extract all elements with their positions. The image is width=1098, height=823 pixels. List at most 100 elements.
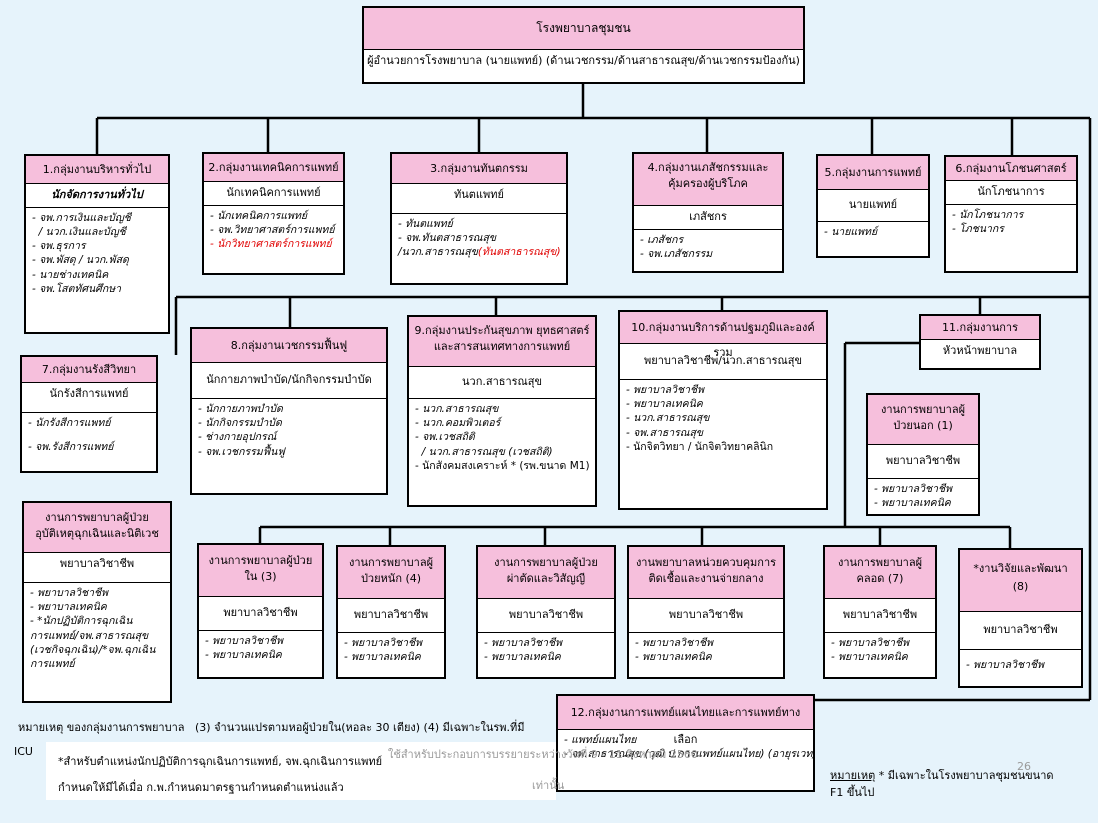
ipd-title: งานการพยาบาลผู้ป่วยใน (3) [199, 545, 322, 597]
group-3-role: ทันตแพทย์ [392, 184, 566, 214]
list-item: - นักเทคนิคการแพทย์ [210, 209, 308, 222]
nursing-icu: งานการพยาบาลผู้ป่วยหนัก (4) พยาบาลวิชาชี… [336, 545, 446, 679]
list-item: - นักสังคมสงเคราะห์ * (รพ.ขนาด M1) [415, 459, 590, 472]
footnote-line-1: *สำหรับตำแหน่งนักปฏิบัติการฉุกเฉินการแพท… [58, 755, 383, 768]
list-item: - นักวิทยาศาสตร์การแพทย์ [210, 238, 332, 251]
nursing-ipd: งานการพยาบาลผู้ป่วยใน (3) พยาบาลวิชาชีพ … [197, 543, 324, 679]
list-item: - พยาบาลวิชาชีพ [626, 384, 705, 396]
list-item: - นายช่างเทคนิค [32, 268, 109, 281]
list-item: - พยาบาลเทคนิค [30, 601, 107, 614]
group-2-role: นักเทคนิคการแพทย์ [204, 182, 343, 206]
list-item: - จพ.สาธารณสุข (วุฒิ ป.การแพทย์แผนไทย) (… [564, 748, 815, 761]
group-2-medical-technology: 2.กลุ่มงานเทคนิคการแพทย์ นักเทคนิคการแพท… [202, 152, 345, 275]
rd-items: - พยาบาลวิชาชีพ [960, 650, 1081, 675]
group-7-radiology: 7.กลุ่มงานรังสีวิทยา นักรังสีการแพทย์ - … [20, 355, 158, 473]
list-item: - จพ.เวชสถิติ [415, 431, 475, 444]
list-item: - นักโภชนาการ [952, 208, 1024, 221]
group-10-items: - พยาบาลวิชาชีพ - พยาบาลเทคนิค - นวก.สาธ… [620, 380, 826, 457]
group-4-pharmacy: 4.กลุ่มงานเภสัชกรรมและคุ้มครองผู้บริโภค … [632, 152, 784, 273]
opd-items: - พยาบาลวิชาชีพ - พยาบาลเทคนิค [868, 479, 978, 513]
group-6-title: 6.กลุ่มงานโภชนศาสตร์ [946, 157, 1076, 181]
list-item: - ช่างกายอุปกรณ์ [198, 431, 277, 444]
group-9-role: นวก.สาธารณสุข [409, 367, 595, 399]
list-item: (เวชกิจฉุกเฉิน)/*จพ.ฉุกเฉิน [30, 643, 156, 656]
watermark-text-2: เท่านั้น [532, 779, 565, 792]
list-item: - จพ.ธุรการ [32, 240, 86, 253]
group-7-items: - นักรังสีการแพทย์ - จพ.รังสีการแพทย์ [22, 413, 156, 457]
group-7-role: นักรังสีการแพทย์ [22, 383, 156, 413]
footnote-line-2: กำหนดให้มีได้เมื่อ ก.พ.กำหนดมาตรฐานกำหนด… [58, 781, 344, 794]
group-3-dental: 3.กลุ่มงานทันตกรรม ทันตแพทย์ - ทันตแพทย์… [390, 152, 568, 285]
rd-role: พยาบาลวิชาชีพ [960, 612, 1081, 650]
list-item: - นวก.คอมพิวเตอร์ [415, 417, 501, 430]
watermark-text: ใช้สำหรับประกอบการบรรยายระหว่างวันที่ 9 … [388, 748, 698, 761]
list-item: - พยาบาลเทคนิค [344, 651, 421, 664]
list-item: - จพ.เภสัชกรรม [640, 248, 713, 261]
group-1-title: 1.กลุ่มงานบริหารทั่วไป [26, 156, 168, 184]
group-4-title: 4.กลุ่มงานเภสัชกรรมและคุ้มครองผู้บริโภค [634, 154, 782, 206]
group-5-items: - นายแพทย์ [818, 222, 928, 242]
or-items: - พยาบาลวิชาชีพ - พยาบาลเทคนิค [478, 633, 614, 667]
group-3-items: - ทันตแพทย์ - จพ.ทันตสาธารณสุข /นวก.สาธา… [392, 214, 566, 263]
lr-title: งานการพยาบาลผู้คลอด (7) [825, 547, 935, 599]
list-item: - นวก.สาธารณสุข [626, 412, 710, 425]
footnote-box: *สำหรับตำแหน่งนักปฏิบัติการฉุกเฉินการแพท… [46, 742, 556, 800]
list-item: การแพทย์ [30, 657, 75, 670]
group-12-title: 12.กลุ่มงานการแพทย์แผนไทยและการแพทย์ทางเ… [558, 696, 813, 746]
or-title: งานการพยาบาลผู้ป่วยผ่าตัดและวิสัญญี [478, 547, 614, 599]
group-9-items: - นวก.สาธารณสุข - นวก.คอมพิวเตอร์ - จพ.เ… [409, 399, 595, 476]
list-item: - พยาบาลเทคนิค [831, 651, 908, 664]
group-5-role: นายแพทย์ [818, 190, 928, 222]
list-item: - จพ.การเงินและบัญชี [32, 211, 131, 224]
group-6-items: - นักโภชนาการ - โภชนากร [946, 203, 1076, 239]
nursing-infection-control: งานพยาบาลหน่วยควบคุมการติดเชื้อและงานจ่า… [627, 545, 785, 679]
list-item: - นวก.สาธารณสุข [415, 403, 499, 415]
list-item: - พยาบาลวิชาชีพ [30, 587, 109, 599]
group-2-items: - นักเทคนิคการแพทย์ - จพ.วิทยาศาสตร์การแ… [204, 206, 343, 255]
ic-title: งานพยาบาลหน่วยควบคุมการติดเชื้อและงานจ่า… [629, 547, 783, 599]
er-role: พยาบาลวิชาชีพ [24, 553, 170, 583]
list-item: - จพ.สาธารณสุข [626, 426, 704, 439]
nursing-labour: งานการพยาบาลผู้คลอด (7) พยาบาลวิชาชีพ - … [823, 545, 937, 679]
icu-role: พยาบาลวิชาชีพ [338, 599, 444, 633]
ipd-items: - พยาบาลวิชาชีพ - พยาบาลเทคนิค [199, 631, 322, 665]
group-1-items: - จพ.การเงินและบัญชี / นวก.เงินและบัญชี … [26, 208, 168, 299]
list-item: / นวก.สาธารณสุข (เวชสถิติ) [415, 445, 553, 458]
list-item: - จพ.รังสีการแพทย์ [28, 441, 114, 454]
list-item: / นวก.เงินและบัญชี [32, 226, 126, 239]
f1-remark-label: หมายเหตุ [830, 769, 876, 782]
list-item: การแพทย์/จพ.สาธารณสุข [30, 629, 149, 642]
list-item: - จพ.พัสดุ / นวก.พัสดุ [32, 254, 129, 267]
group-6-nutrition: 6.กลุ่มงานโภชนศาสตร์ นักโภชนาการ - นักโภ… [944, 155, 1078, 273]
group-4-items: - เภสัชกร - จพ.เภสัชกรรม [634, 230, 782, 264]
group-1-role: นักจัดการงานทั่วไป [26, 184, 168, 208]
list-item: - โภชนากร [952, 223, 1004, 236]
group-8-role: นักกายภาพบำบัด/นักกิจกรรมบำบัด [192, 363, 386, 399]
f1-remark: หมายเหตุ * มีเฉพาะในโรงพยาบาลชุมชนขนาด F… [830, 768, 1070, 801]
group-2-title: 2.กลุ่มงานเทคนิคการแพทย์ [204, 154, 343, 182]
group-7-title: 7.กลุ่มงานรังสีวิทยา [22, 357, 156, 383]
nursing-remark: หมายเหตุ ของกลุ่มงานการพยาบาล (3) จำนวนแ… [18, 721, 525, 734]
rd-title: *งานวิจัยและพัฒนา (8) [960, 550, 1081, 612]
lr-role: พยาบาลวิชาชีพ [825, 599, 935, 633]
list-item: - นักกิจกรรมบำบัด [198, 417, 282, 430]
list-item: - พยาบาลเทคนิค [874, 497, 951, 510]
group-9-title: 9.กลุ่มงานประกันสุขภาพ ยุทธศาสตร์และสารส… [409, 317, 595, 367]
list-item: - ทันตแพทย์ [398, 218, 453, 230]
list-item: /นวก.สาธารณสุข(ทันตสาธารณสุข) [398, 246, 561, 259]
group-8-title: 8.กลุ่มงานเวชกรรมฟื้นฟู [192, 329, 386, 363]
list-item: - พยาบาลวิชาชีพ [831, 637, 910, 649]
group-8-rehabilitation: 8.กลุ่มงานเวชกรรมฟื้นฟู นักกายภาพบำบัด/น… [190, 327, 388, 495]
group-5-title: 5.กลุ่มงานการแพทย์ [818, 156, 928, 190]
list-item: - พยาบาลเทคนิค [484, 651, 561, 664]
nursing-or: งานการพยาบาลผู้ป่วยผ่าตัดและวิสัญญี พยาบ… [476, 545, 616, 679]
group-3-title: 3.กลุ่มงานทันตกรรม [392, 154, 566, 184]
hospital-director-box: โรงพยาบาลชุมชน ผู้อำนวยการโรงพยาบาล (นาย… [362, 6, 805, 84]
group-5-medical: 5.กลุ่มงานการแพทย์ นายแพทย์ - นายแพทย์ [816, 154, 930, 258]
er-items: - พยาบาลวิชาชีพ - พยาบาลเทคนิค - *นักปฏิ… [24, 583, 170, 674]
list-item: - พยาบาลวิชาชีพ [874, 483, 953, 495]
list-item: - พยาบาลวิชาชีพ [966, 659, 1045, 671]
group-11-title: 11.กลุ่มงานการ [921, 316, 1039, 340]
